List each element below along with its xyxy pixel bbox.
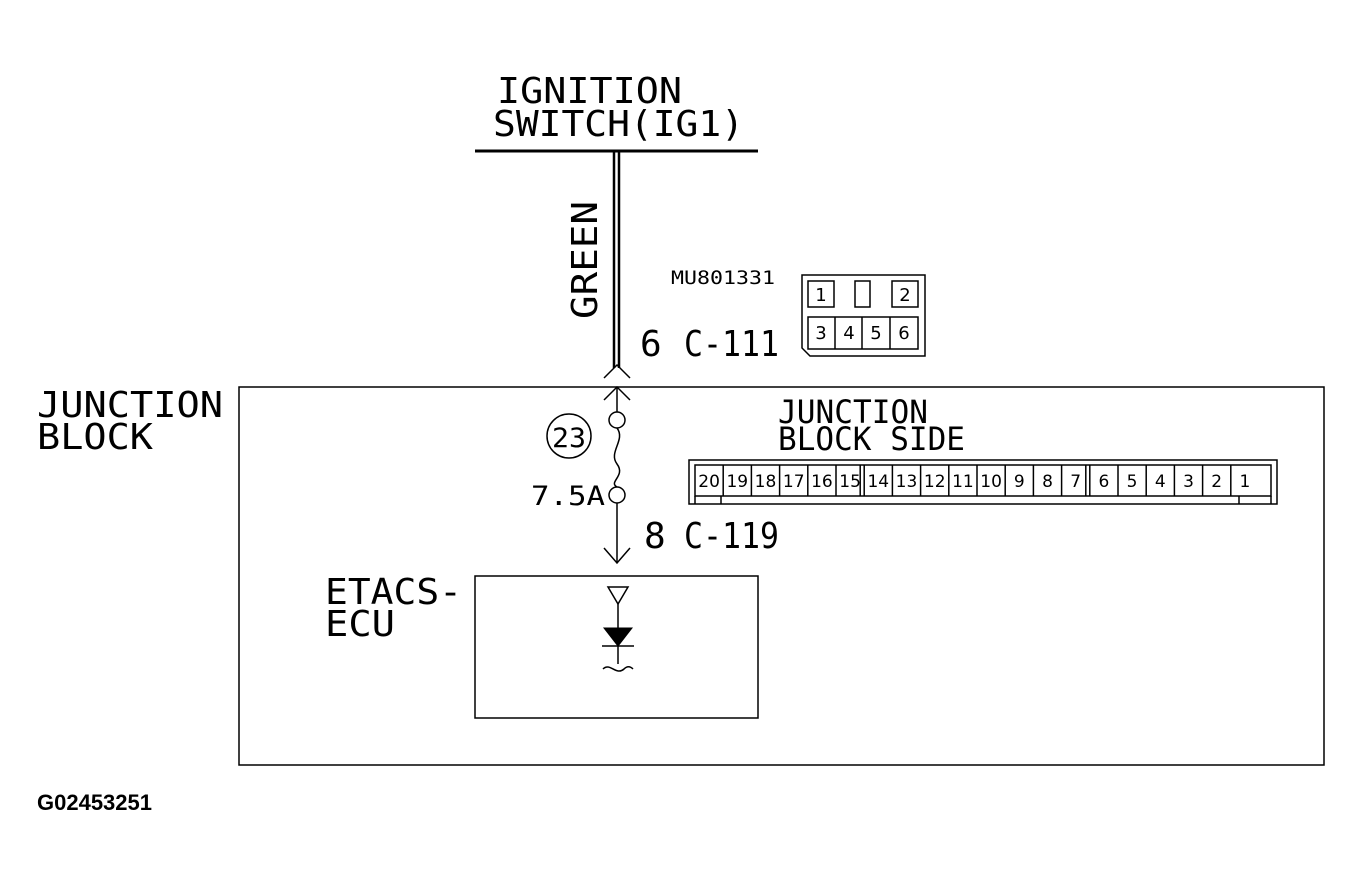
junction-block-label-line2: BLOCK: [37, 417, 153, 458]
jb-pin-3: 3: [1183, 472, 1194, 492]
c111-pin-5: 5: [870, 323, 881, 344]
c111-pin-1: 1: [815, 285, 826, 306]
c111-id-label: C-111: [684, 324, 779, 365]
jb-pin-20: 20: [698, 472, 720, 492]
jb-pin-4: 4: [1155, 472, 1166, 492]
jb-pin-8: 8: [1042, 472, 1053, 492]
ecu-label-line1: ETACS-: [325, 572, 462, 613]
jb-pin-13: 13: [896, 472, 918, 492]
c111-connector-face: 1 2 3 4 5 6: [801, 274, 926, 357]
figure-id: G02453251: [37, 790, 152, 815]
jb-pin-6: 6: [1098, 472, 1109, 492]
ecu-box: [474, 575, 759, 719]
c119-arrow: [603, 547, 631, 565]
c119-pin-label: 8: [644, 516, 666, 557]
c119-id-label: C-119: [684, 516, 779, 557]
fuse-rating: 7.5A: [531, 481, 605, 512]
c111-pin-6: 6: [898, 323, 909, 344]
ignition-switch-label-line2: SWITCH(IG1): [493, 104, 744, 145]
jb-pin-16: 16: [811, 472, 833, 492]
junction-block-outline: [238, 386, 1325, 766]
ecu-input-symbol: [602, 586, 634, 672]
ecu-label-line2: ECU: [325, 604, 395, 645]
c111-pin-3: 3: [815, 323, 826, 344]
jb-side-label-line2: BLOCK SIDE: [778, 420, 965, 458]
c111-pin-4: 4: [843, 323, 854, 344]
jb-pin-10: 10: [980, 472, 1002, 492]
ignition-switch-label-line1: IGNITION: [497, 71, 682, 112]
jb-pin-7: 7: [1070, 472, 1081, 492]
jb-pin-19: 19: [726, 472, 748, 492]
fuse-number-badge: [546, 413, 592, 459]
c111-part-number: MU801331: [671, 267, 775, 289]
jb-pin-9: 9: [1014, 472, 1025, 492]
jb-pin-18: 18: [755, 472, 777, 492]
c111-pin-2: 2: [899, 285, 910, 306]
jb-pin-12: 12: [924, 472, 946, 492]
jb-pin-17: 17: [783, 472, 805, 492]
jb-pin-14: 14: [867, 472, 889, 492]
jb-pin-15: 15: [839, 472, 861, 492]
jb-side-label-line1: JUNCTION: [778, 393, 928, 431]
wire-color-label: GREEN: [565, 201, 606, 319]
jb-pin-1: 1: [1239, 472, 1250, 492]
jb-pin-5: 5: [1127, 472, 1138, 492]
c111-pin-label: 6: [640, 324, 662, 365]
jb-pin-11: 11: [952, 472, 974, 492]
fuse-number: 23: [552, 423, 586, 454]
fuse-symbol: [608, 387, 626, 504]
jb-pin-2: 2: [1211, 472, 1222, 492]
junction-block-label-line1: JUNCTION: [37, 385, 223, 426]
